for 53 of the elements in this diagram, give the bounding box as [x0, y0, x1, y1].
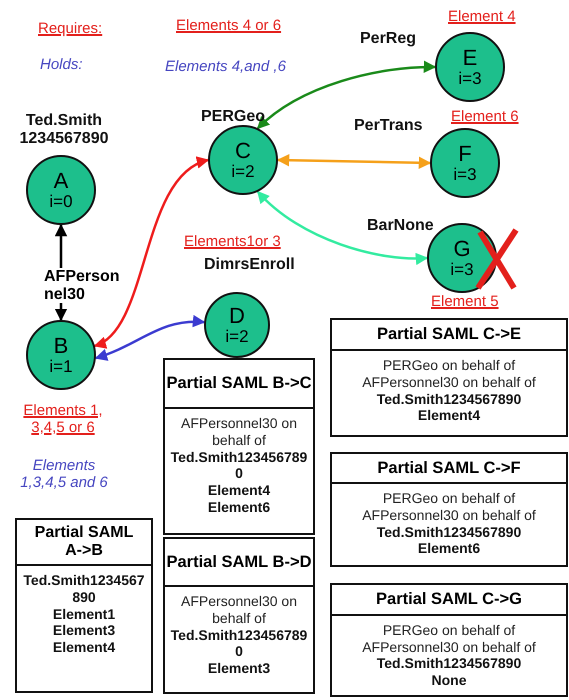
saml-table	[330, 452, 568, 567]
node-name: Ted.Smith 1234567890	[18, 112, 110, 149]
connector-arrow	[276, 154, 432, 170]
node-name: PERGeo	[201, 108, 266, 126]
node-name: PerReg	[360, 30, 416, 48]
node-index: i=3	[453, 166, 477, 183]
node-letter: C	[235, 140, 251, 162]
node-index: i=3	[450, 261, 474, 278]
node-index: i=1	[49, 358, 73, 375]
required-elements: Elements 4 or 6	[176, 17, 282, 34]
table-body: AFPersonnel30 on behalf of Ted.Smith1234567890 Element3	[170, 592, 308, 678]
node-letter: G	[453, 238, 471, 260]
saml-table	[15, 518, 153, 693]
node-name: PerTrans	[354, 117, 422, 136]
table-body: PERGeo on behalf of AFPersonnel30 on behalf of Ted.Smith1234567890 Element4	[361, 356, 537, 426]
table-body: PERGeo on behalf of AFPersonnel30 on behalf of Ted.Smith1234567890 Element6	[361, 489, 537, 558]
node-letter: F	[458, 143, 472, 165]
table-header: Partial SAML C->F	[332, 454, 566, 484]
requires-label: Requires:	[38, 20, 102, 38]
required-elements: Elements1or 3	[184, 233, 281, 250]
connector-arrow	[256, 60, 436, 130]
node-letter: B	[54, 335, 68, 357]
table-body: AFPersonnel30 on behalf of Ted.Smith1234567890 Element4 Element6	[170, 414, 308, 517]
node-letter: A	[54, 170, 68, 192]
table-header: Partial SAML A->B	[17, 520, 151, 566]
saml-table	[163, 537, 315, 694]
required-elements: Element 6	[451, 108, 519, 126]
required-elements: Element 4	[448, 8, 516, 26]
table-body: Ted.Smith1234567890 Element1 Element3 Element4	[22, 571, 146, 658]
required-elements: Elements 1, 3,4,5 or 6	[22, 402, 104, 436]
connector-arrow	[94, 158, 210, 347]
table-header: Partial SAML C->E	[332, 320, 566, 351]
node-name: DimrsEnroll	[204, 256, 295, 274]
connector-arrow	[94, 315, 206, 360]
required-elements: Element 5	[431, 293, 499, 310]
holds-label: Holds:	[40, 56, 83, 74]
node-index: i=2	[225, 328, 249, 345]
node-letter: E	[462, 47, 478, 69]
table-header: Partial SAML B->C	[165, 360, 313, 409]
saml-table	[330, 318, 568, 437]
table-header: Partial SAML B->D	[165, 539, 313, 587]
connector-arrow	[256, 190, 428, 265]
table-header: Partial SAML C->G	[332, 585, 566, 616]
node-letter: D	[229, 305, 245, 327]
table-body: PERGeo on behalf of AFPersonnel30 on behalf of Ted.Smith1234567890 None	[361, 620, 537, 690]
node-index: i=2	[231, 163, 255, 180]
node-index: i=3	[458, 70, 482, 87]
held-elements: Elements 1,3,4,5 and 6	[19, 457, 109, 492]
saml-table	[163, 358, 315, 535]
node-name: BarNone	[367, 217, 434, 236]
saml-table	[330, 583, 568, 697]
node-index: i=0	[49, 193, 73, 210]
held-elements: Elements 4,and ,6	[165, 58, 286, 76]
